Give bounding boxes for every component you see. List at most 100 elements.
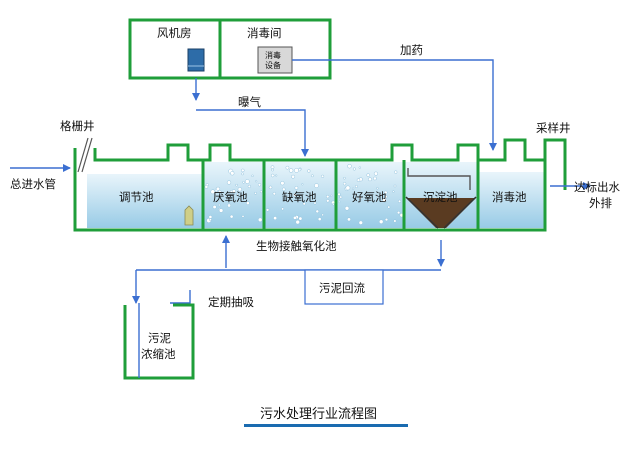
- tank-walls: [73, 138, 567, 232]
- label-tank-disinfection: 消毒池: [492, 190, 527, 204]
- aeration-bubbles: [204, 163, 404, 225]
- label-tank-aerobic: 好氧池: [352, 190, 387, 204]
- aeration-bubble: [358, 166, 361, 169]
- aeration-bubble: [218, 208, 224, 213]
- aeration-bubble: [339, 195, 343, 199]
- aeration-bubble: [254, 191, 257, 195]
- aeration-bubble: [280, 181, 285, 186]
- aeration-bubble: [242, 181, 245, 184]
- disinfection-device: [257, 46, 293, 74]
- aeration-bubble: [332, 202, 335, 206]
- label-device-1: 消毒: [265, 50, 281, 60]
- aeration-bubble: [244, 179, 250, 184]
- aeration-bubble: [241, 172, 244, 176]
- aeration-bubble: [384, 218, 389, 222]
- aeration-bubble: [338, 200, 341, 203]
- sedimentation-overflow: [407, 168, 471, 190]
- sludge-return-box: [304, 269, 384, 305]
- label-tank-anoxic: 缺氧池: [282, 190, 317, 204]
- aeration-bubble: [247, 184, 251, 188]
- water-aerobic: [336, 162, 404, 228]
- aeration-bubble: [281, 207, 284, 211]
- aeration-bubble: [210, 189, 216, 195]
- label-tank-sedimentation: 沉淀池: [423, 190, 458, 204]
- aeration-bubble: [229, 190, 233, 193]
- aeration-bubble: [226, 180, 232, 185]
- aeration-bubble: [343, 176, 346, 180]
- aeration-bubble: [301, 183, 304, 186]
- aeration-bubble: [246, 201, 250, 205]
- aeration-bubble: [235, 183, 238, 187]
- aeration-bubble: [282, 187, 286, 192]
- sludge-hopper: [406, 198, 476, 228]
- label-sampling-well: 采样井: [536, 121, 571, 135]
- aeration-bubble: [275, 174, 278, 177]
- aeration-bubble: [379, 219, 384, 224]
- aeration-bubble: [291, 174, 295, 179]
- aeration-bubble: [302, 202, 306, 206]
- equipment-building: [128, 18, 332, 80]
- label-grille-well: 格栅井: [60, 119, 95, 133]
- flow-lines: [10, 59, 591, 304]
- aeration-bubble: [373, 176, 377, 181]
- aeration-bubble: [294, 167, 299, 173]
- label-aeration: 曝气: [238, 95, 261, 109]
- water-regulating: [87, 174, 203, 228]
- aeration-bubble: [285, 165, 290, 170]
- aeration-bubble: [397, 211, 401, 215]
- aeration-bubble: [358, 220, 363, 225]
- label-thickener-1: 污泥: [148, 331, 171, 345]
- aeration-bubble: [376, 187, 379, 190]
- aeration-bubble: [347, 217, 351, 222]
- aeration-bubble: [345, 185, 351, 191]
- label-fan-room: 风机房: [157, 26, 192, 40]
- aeration-bubble: [232, 197, 235, 200]
- aeration-bubble: [343, 182, 347, 186]
- aeration-bubble: [255, 180, 258, 183]
- aeration-bubble: [295, 219, 300, 225]
- aeration-bubble: [251, 174, 254, 177]
- aeration-bubble: [273, 216, 277, 221]
- aeration-bubble: [230, 171, 235, 176]
- aeration-bubble: [209, 218, 212, 221]
- label-outlet-1: 达标出水: [574, 180, 620, 194]
- aeration-bubble: [258, 217, 263, 223]
- label-reactor-group: 生物接触氧化池: [256, 239, 337, 253]
- aeration-bubble: [227, 203, 232, 208]
- aeration-bubble: [330, 194, 333, 197]
- aeration-bubble: [337, 192, 341, 196]
- aeration-bubble: [313, 201, 317, 205]
- aeration-bubble: [358, 196, 362, 201]
- label-disinfect-room: 消毒间: [247, 26, 282, 40]
- aeration-bubble: [270, 165, 275, 169]
- aeration-bubble: [212, 204, 217, 209]
- aeration-bubble: [352, 187, 355, 190]
- dosing-line: [292, 59, 497, 151]
- aeration-bubble: [393, 219, 397, 223]
- caption-underline: [244, 424, 408, 427]
- aeration-bubble: [398, 199, 402, 203]
- aeration-bubble: [376, 196, 379, 199]
- aeration-bubble: [307, 169, 311, 173]
- label-periodic-pumping: 定期抽吸: [208, 295, 254, 309]
- aeration-bubble: [384, 194, 388, 199]
- label-dosing: 加药: [400, 43, 423, 57]
- aeration-bubble: [321, 174, 325, 178]
- submersible-pump: [184, 205, 194, 226]
- aeration-bubble: [208, 215, 213, 219]
- label-thickener-2: 浓缩池: [141, 347, 176, 361]
- aeration-bubble: [215, 186, 220, 191]
- label-device-2: 设备: [265, 60, 281, 70]
- aeration-bubble: [293, 216, 297, 220]
- aeration-bubble: [314, 183, 319, 188]
- aeration-bubble: [266, 208, 270, 212]
- aeration-bubble: [236, 193, 239, 196]
- aeration-bubble: [241, 168, 245, 173]
- aeration-bubble: [294, 186, 299, 190]
- sludge-thickener-wall: [123, 303, 195, 380]
- aeration-bubble: [268, 185, 273, 190]
- blower-icon: [187, 48, 205, 72]
- label-tank-anaerobic: 厌氧池: [213, 190, 248, 204]
- aeration-bubble: [366, 173, 370, 177]
